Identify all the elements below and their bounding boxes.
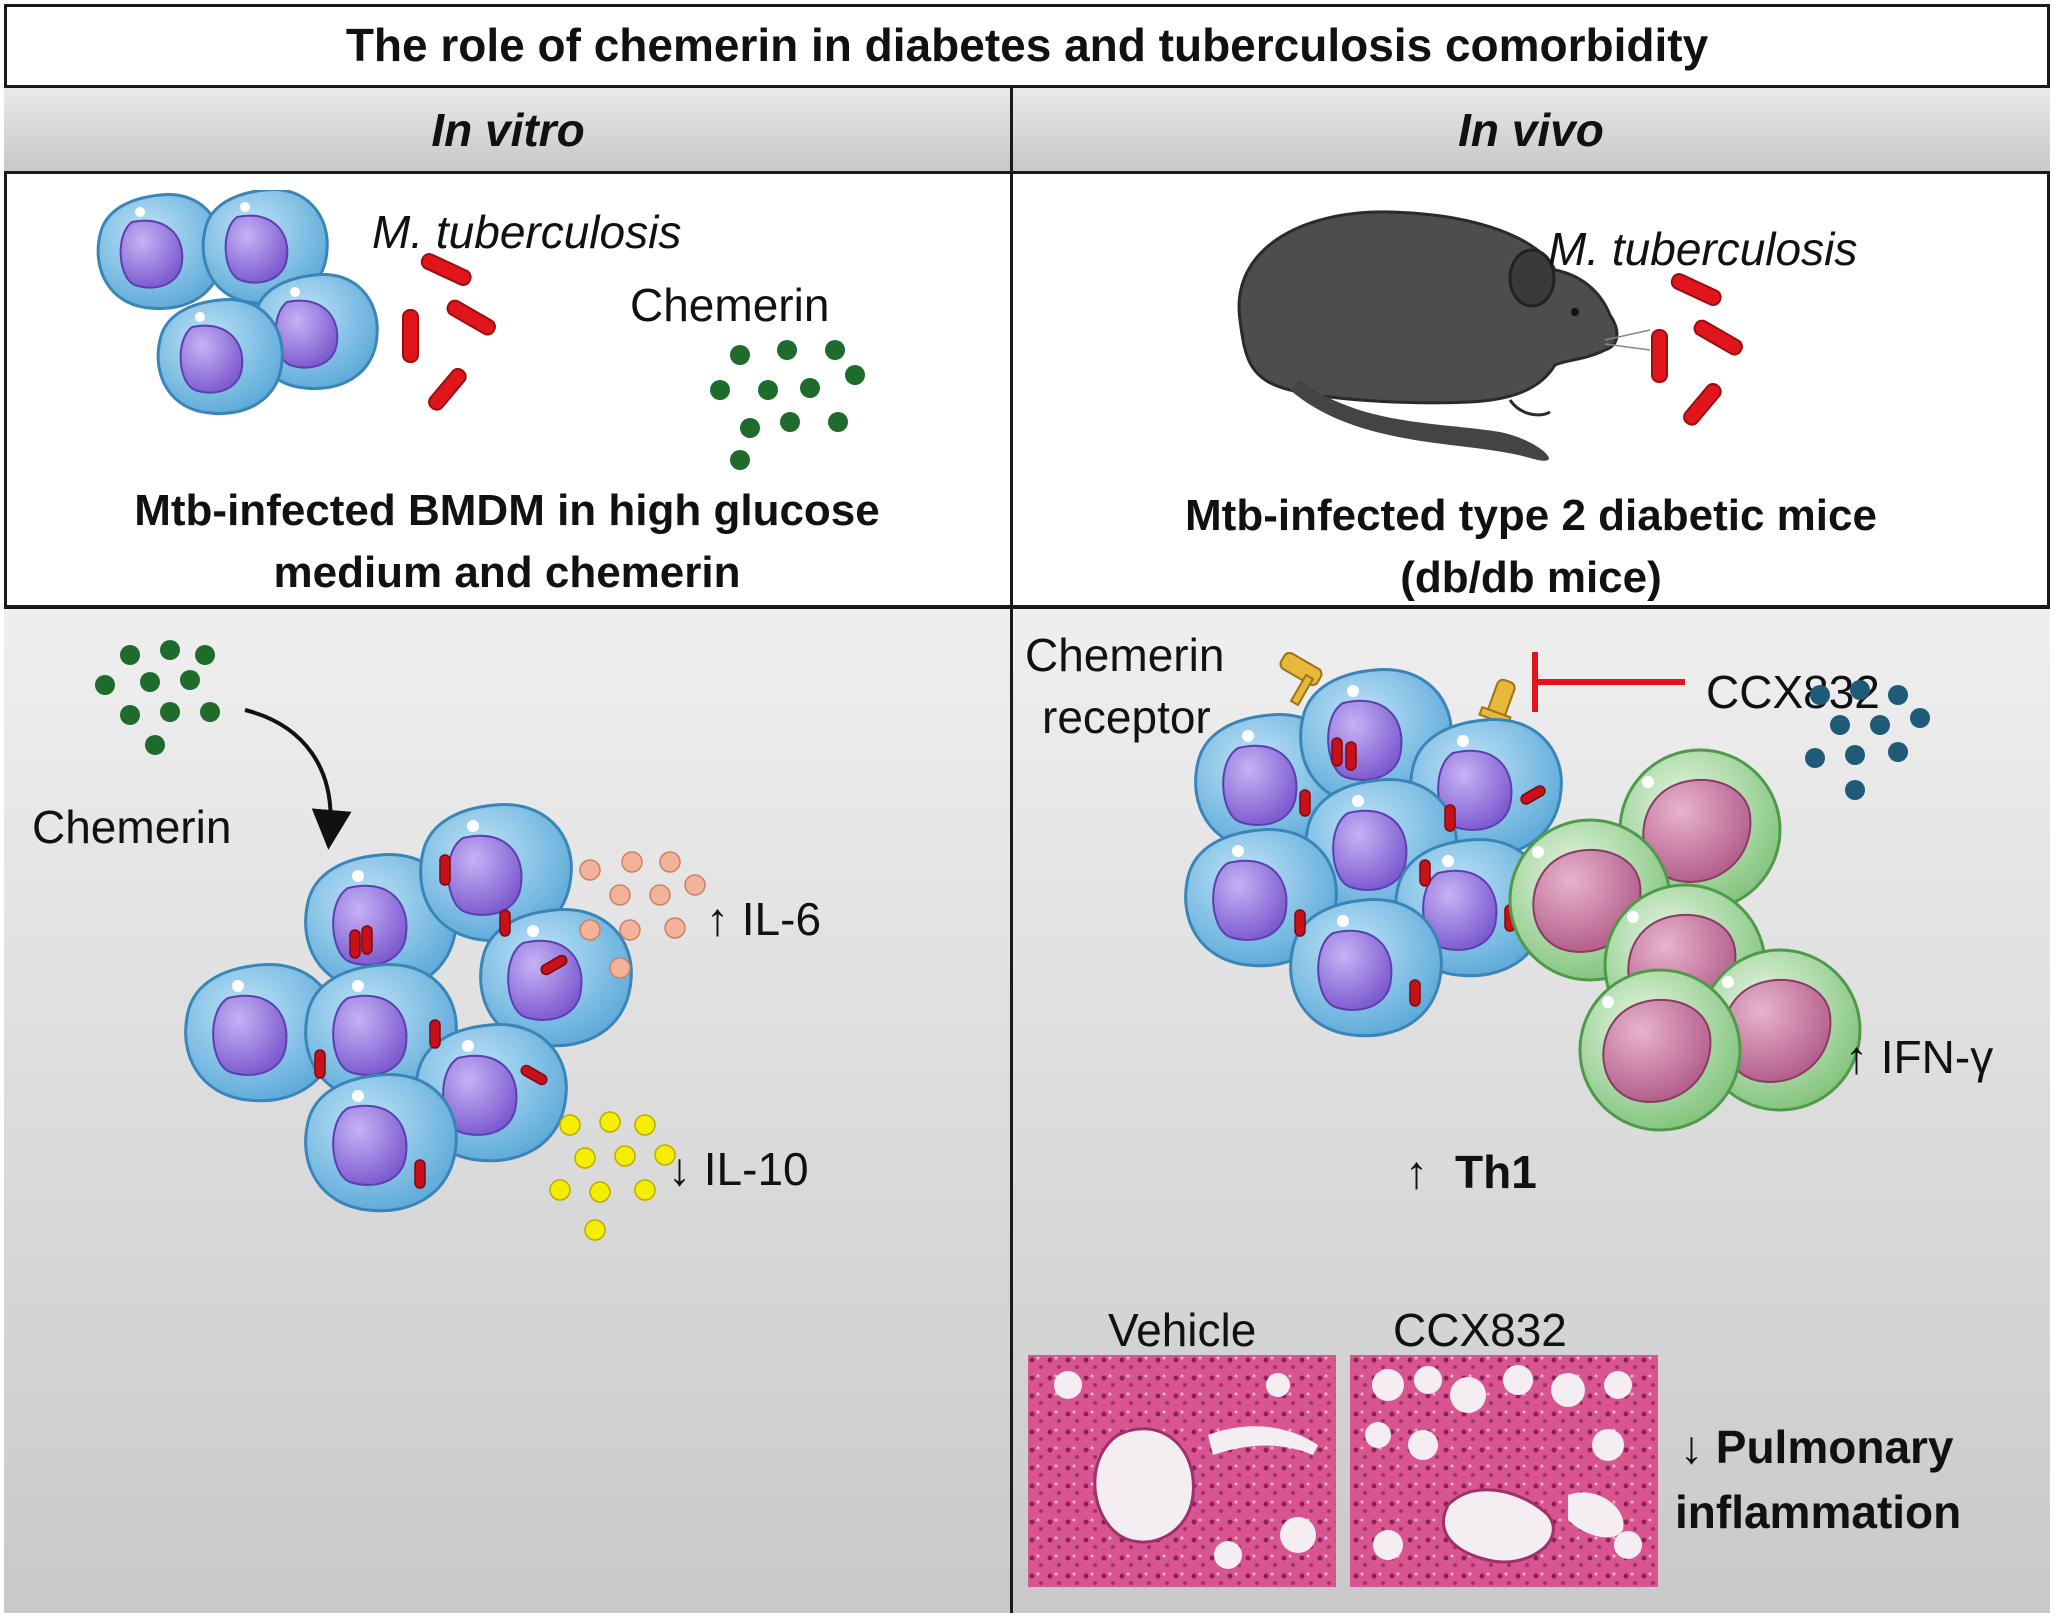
- infected-macrophage-cluster-icon-in-vivo: [1184, 668, 1563, 1038]
- mtb-label-in-vitro: M. tuberculosis: [372, 206, 682, 258]
- il10-label: ↓ IL-10: [668, 1143, 809, 1195]
- th1-arrow: ↑: [1405, 1146, 1428, 1198]
- column-header-in-vitro: In vitro: [4, 88, 1012, 174]
- in-vivo-caption: Mtb-infected type 2 diabetic mice (db/db…: [1012, 485, 2050, 609]
- figure-title: The role of chemerin in diabetes and tub…: [4, 4, 2050, 88]
- in-vivo-result-illustration: [1184, 651, 1930, 1132]
- il6-dots-icon: [579, 851, 706, 979]
- chemerin-dots-icon: [710, 340, 865, 470]
- outcome-label-line1: ↓ Pulmonary: [1680, 1421, 1954, 1473]
- th1-cell-cluster-icon: [1508, 748, 1862, 1132]
- ifn-gamma-label: ↑ IFN-γ: [1845, 1031, 1994, 1083]
- histology-vehicle-label: Vehicle: [1108, 1304, 1257, 1356]
- in-vitro-caption-line1: Mtb-infected BMDM in high glucose: [134, 486, 880, 535]
- column-divider-bottom: [1010, 605, 1013, 1613]
- chemerin-dots-icon-bottom: [95, 640, 220, 755]
- ifn-gamma-dots-icon: [1805, 680, 1930, 800]
- in-vitro-caption: Mtb-infected BMDM in high glucose medium…: [4, 480, 1010, 604]
- infected-macrophage-cluster-icon: [184, 803, 633, 1213]
- column-header-in-vivo: In vivo: [1012, 88, 2050, 174]
- histology-ccx832-label: CCX832: [1393, 1304, 1567, 1356]
- in-vitro-caption-line2: medium and chemerin: [273, 548, 741, 597]
- in-vivo-caption-line2: (db/db mice): [1400, 553, 1662, 602]
- chemerin-receptor-label-line1: Chemerin: [1025, 629, 1225, 681]
- histology-ccx832-image: [1350, 1355, 1658, 1587]
- il6-label: ↑ IL-6: [706, 893, 822, 945]
- in-vitro-infection-illustration: [96, 190, 865, 470]
- outcome-label-line2: inflammation: [1675, 1486, 1962, 1538]
- mtb-bacteria-icon: [402, 253, 496, 411]
- mtb-label-in-vivo: M. tuberculosis: [1548, 223, 1858, 275]
- lung-histology-images: [1028, 1355, 1658, 1587]
- chemerin-receptor-label-line2: receptor: [1042, 691, 1211, 743]
- histology-vehicle-image: [1028, 1355, 1336, 1587]
- diabetic-mouse-icon: [1237, 210, 1651, 461]
- il10-dots-icon: [549, 1111, 676, 1241]
- macrophage-cluster-icon: [96, 190, 379, 416]
- chemerin-label-top: Chemerin: [630, 279, 830, 331]
- chemerin-label-bottom: Chemerin: [32, 801, 232, 853]
- in-vivo-caption-line1: Mtb-infected type 2 diabetic mice: [1185, 491, 1877, 540]
- inhibition-bar-icon: [1532, 652, 1685, 712]
- mtb-bacteria-icon-in-vivo: [1651, 273, 1743, 426]
- in-vitro-result-illustration: [95, 640, 706, 1241]
- chemerin-arrow: [244, 708, 352, 850]
- th1-label: Th1: [1455, 1146, 1537, 1198]
